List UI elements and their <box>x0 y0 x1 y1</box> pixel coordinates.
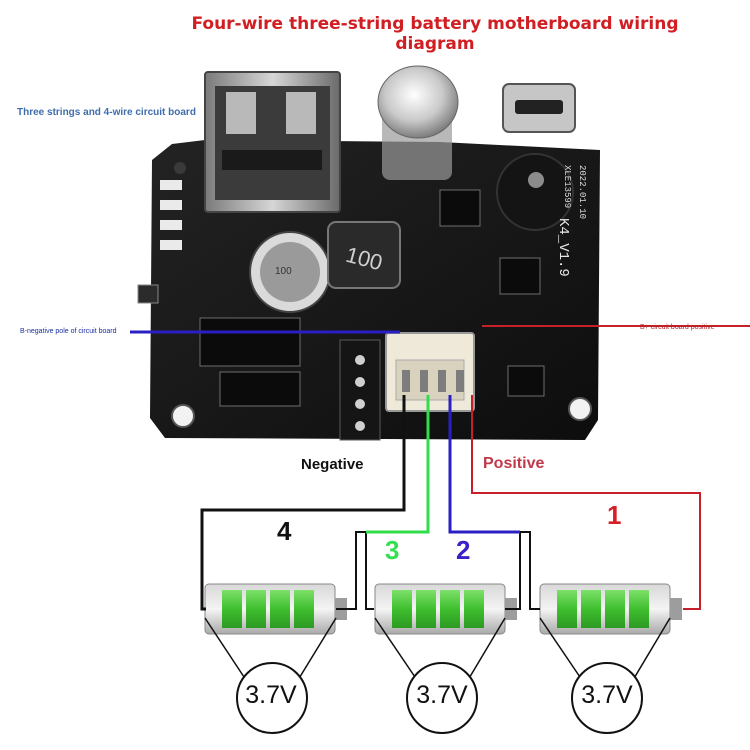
indicator-led <box>160 240 182 250</box>
battery-voltage: 3.7V <box>416 681 468 709</box>
micro-usb-slot <box>515 100 563 114</box>
mosfet <box>499 257 541 295</box>
ic-chip <box>219 371 301 407</box>
pad <box>355 355 365 365</box>
battery-cell <box>539 583 682 635</box>
positive-label: Positive <box>483 455 545 472</box>
wire-2 <box>448 395 520 534</box>
wire-4-negative <box>200 395 406 611</box>
battery-cell <box>204 583 347 635</box>
indicator-led <box>160 200 182 210</box>
mount-hole <box>174 162 186 174</box>
board-date: 2022.01.10 <box>577 165 587 219</box>
wire-3 <box>366 395 430 534</box>
capacitor-label: 100 <box>275 266 292 277</box>
wire-1-positive <box>471 395 701 610</box>
led-lamp <box>377 65 459 180</box>
pad <box>355 377 365 387</box>
circuit-board: 100 100 K4_V1.9 2022.01.10 XLE13599 <box>137 65 600 441</box>
b-positive-note: B+ circuit board positive <box>640 324 715 331</box>
wire-number-3: 3 <box>385 535 400 565</box>
b-negative-note: B-negative pole of circuit board <box>20 328 117 335</box>
voltage-callout <box>374 617 506 734</box>
inductor: 100 <box>327 221 401 289</box>
indicator-led <box>160 220 182 230</box>
wire-number-2: 2 <box>456 535 471 565</box>
wire-number-1: 1 <box>607 500 622 530</box>
mosfet <box>439 189 481 227</box>
buzzer-hole <box>528 172 544 188</box>
four-pin-connector <box>385 332 475 412</box>
battery-voltage: 3.7V <box>581 681 633 709</box>
negative-label: Negative <box>301 456 364 473</box>
voltage-callout <box>204 617 337 734</box>
mosfet <box>507 365 545 397</box>
series-link <box>336 531 374 610</box>
electrolytic-capacitor: 100 <box>249 231 331 313</box>
voltage-callout <box>539 617 671 734</box>
pad <box>355 399 365 409</box>
battery-cell <box>374 583 517 635</box>
buzzer <box>496 153 574 231</box>
ic-chip <box>199 317 301 367</box>
wire-number-4: 4 <box>277 516 292 546</box>
indicator-led <box>160 180 182 190</box>
board-description: Three strings and 4-wire circuit board <box>17 107 196 118</box>
mount-hole <box>568 397 592 421</box>
board-code: XLE13599 <box>562 165 572 208</box>
series-link <box>505 531 540 610</box>
board-version: K4_V1.9 <box>555 218 571 277</box>
battery-voltage: 3.7V <box>245 681 297 709</box>
power-button <box>137 284 159 304</box>
mount-hole <box>171 404 195 428</box>
usb-a-port <box>204 71 341 213</box>
diagram-title: Four-wire three-string battery motherboa… <box>191 14 679 54</box>
pad <box>355 421 365 431</box>
